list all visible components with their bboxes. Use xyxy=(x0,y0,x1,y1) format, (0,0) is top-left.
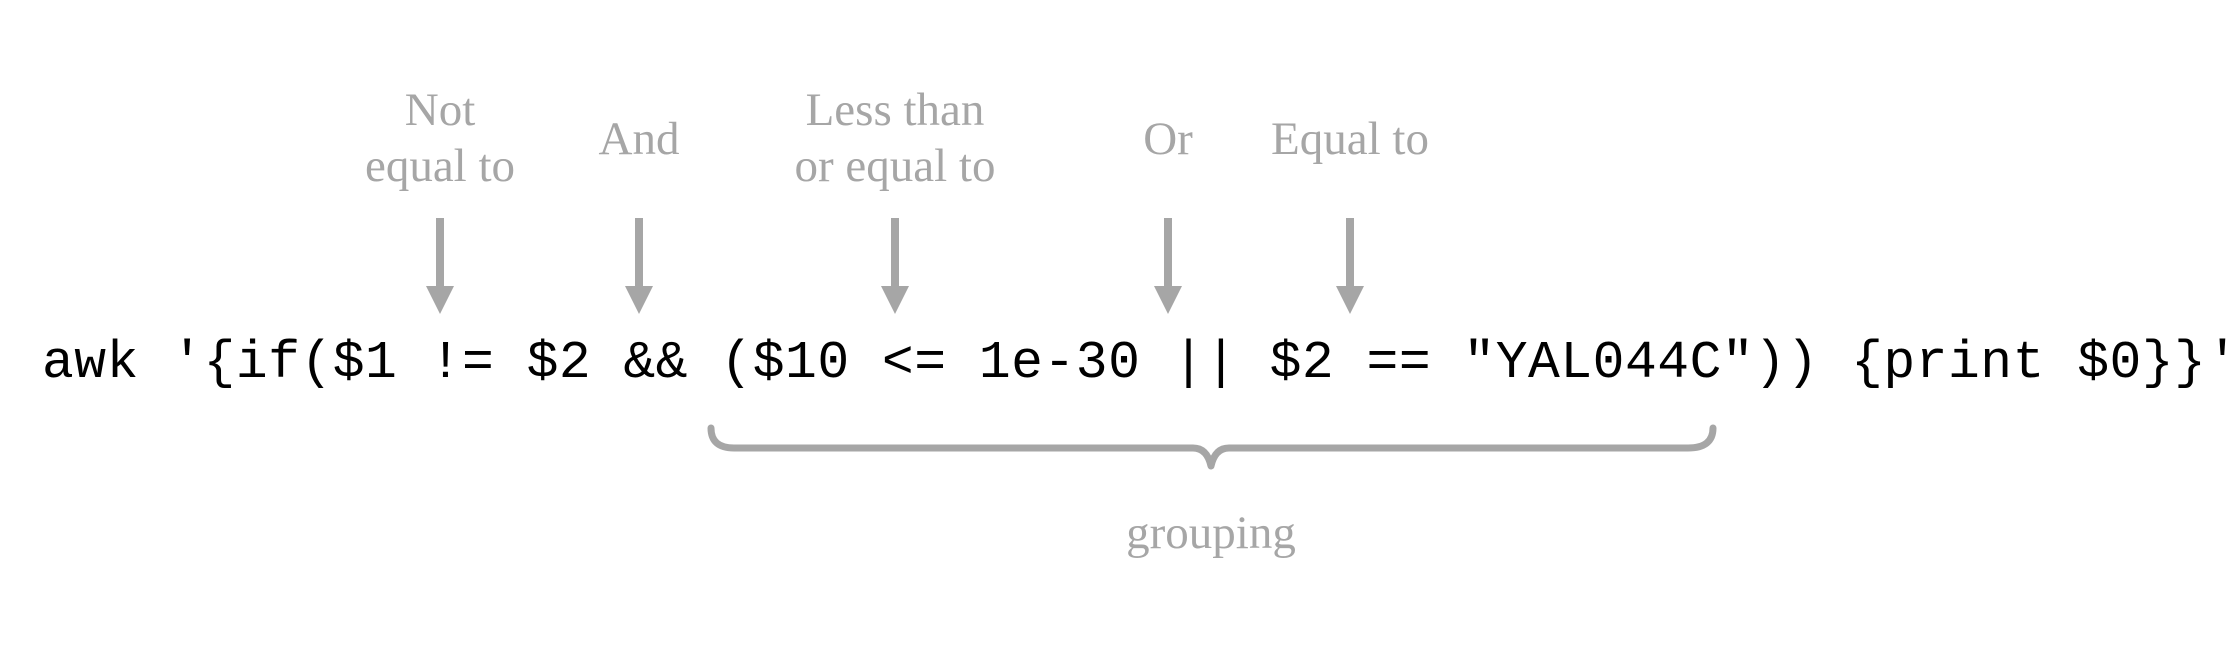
label-equal: Equal to xyxy=(1271,111,1429,167)
label-or: Or xyxy=(1143,111,1193,167)
arrow-less-equal xyxy=(881,218,909,314)
label-not-equal: Not equal to xyxy=(365,82,515,194)
label-less-equal-line1: Less than xyxy=(805,84,985,136)
label-not-equal-line1: Not xyxy=(404,84,476,136)
arrow-or xyxy=(1154,218,1182,314)
arrow-and xyxy=(625,218,653,314)
awk-command: awk '{if($1 != $2 && ($10 <= 1e-30 || $2… xyxy=(42,333,2239,393)
label-or-text: Or xyxy=(1143,113,1193,165)
annotation-graphics xyxy=(426,218,1717,470)
label-less-equal: Less than or equal to xyxy=(795,82,996,194)
arrow-equal xyxy=(1336,218,1364,314)
label-not-equal-line2: equal to xyxy=(364,140,516,192)
label-and: And xyxy=(599,111,680,167)
grouping-brace xyxy=(707,424,1717,470)
label-grouping: grouping xyxy=(1126,505,1296,561)
label-less-equal-line2: or equal to xyxy=(794,140,996,192)
label-and-text: And xyxy=(598,113,680,165)
label-grouping-text: grouping xyxy=(1126,507,1296,559)
label-equal-text: Equal to xyxy=(1271,113,1429,165)
arrow-not-equal xyxy=(426,218,454,314)
